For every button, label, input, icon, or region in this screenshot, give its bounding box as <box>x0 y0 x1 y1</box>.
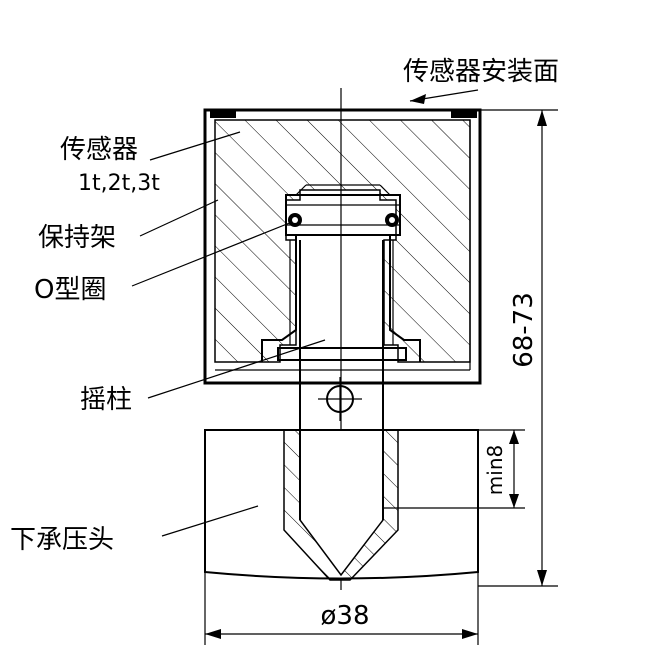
holder-label: 保持架 <box>38 223 116 253</box>
sensor-label: 传感器 <box>60 135 138 165</box>
holder <box>261 184 421 362</box>
label-o-ring: O型圈 <box>34 221 293 305</box>
sensor-models-label: 1t,2t,3t <box>78 171 160 196</box>
label-lower-pressure-head: 下承压头 <box>10 505 259 555</box>
diameter-dimension: ø38 <box>204 572 479 645</box>
o-ring-label: O型圈 <box>34 275 106 305</box>
lower-pressure-head <box>204 429 479 581</box>
sensor-mount-face-label: 传感器安装面 <box>403 57 559 87</box>
o-ring <box>288 213 399 227</box>
sensor-body <box>203 108 482 385</box>
height-dimension-text: 68-73 <box>509 292 539 368</box>
label-rocker-column: 摇柱 <box>80 339 326 415</box>
label-sensor-mount-face: 传感器安装面 <box>403 57 559 104</box>
diameter-dimension-text: ø38 <box>321 601 370 631</box>
rocker-column-label: 摇柱 <box>80 385 132 415</box>
label-holder: 保持架 <box>38 199 219 253</box>
height-dimension: 68-73 <box>478 109 558 587</box>
min-depth-dimension: min8 <box>383 429 525 509</box>
label-sensor: 传感器 1t,2t,3t <box>60 131 241 196</box>
min-depth-dimension-text: min8 <box>483 445 507 495</box>
lower-pressure-head-label: 下承压头 <box>10 525 114 555</box>
